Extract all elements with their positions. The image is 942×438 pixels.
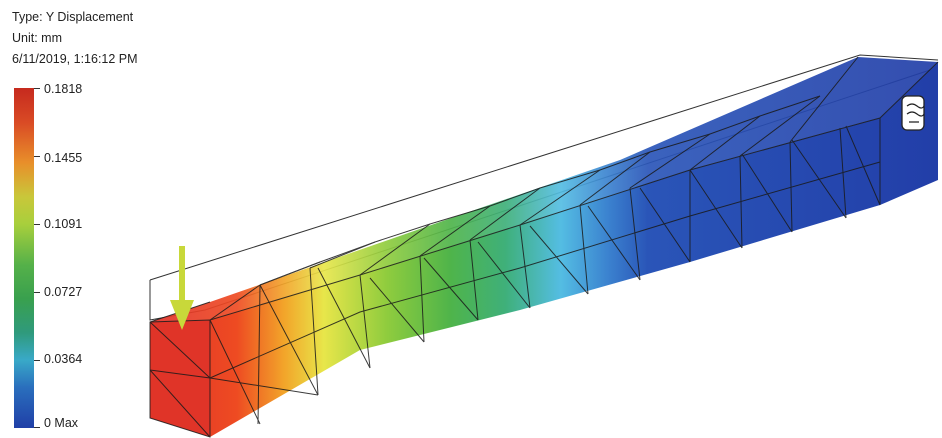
legend-value: 0.1818 [44,82,83,96]
fixed-constraint-icon[interactable] [901,95,925,131]
legend-value: 0 Max [44,416,79,430]
beam-side-face [210,62,938,437]
result-type-label: Type: Y Displacement [12,10,134,24]
legend-tick [34,224,40,225]
legend-value: 0.0727 [44,285,83,299]
beam-end-face [150,320,210,437]
legend-value: 0.1455 [44,151,83,165]
legend-tick [34,292,40,293]
legend-value: 0.0364 [44,352,83,366]
mesh-lines [149,56,939,438]
color-legend-bar [14,88,34,428]
legend-tick [34,156,40,157]
result-unit-label: Unit: mm [12,31,62,45]
legend-tick [34,427,40,428]
legend-tick [34,360,40,361]
legend-tick [34,88,40,89]
load-arrow-icon[interactable] [170,246,194,330]
result-timestamp: 6/11/2019, 1:16:12 PM [12,52,138,66]
beam-faces [150,57,938,437]
legend-value: 0.1091 [44,217,83,231]
